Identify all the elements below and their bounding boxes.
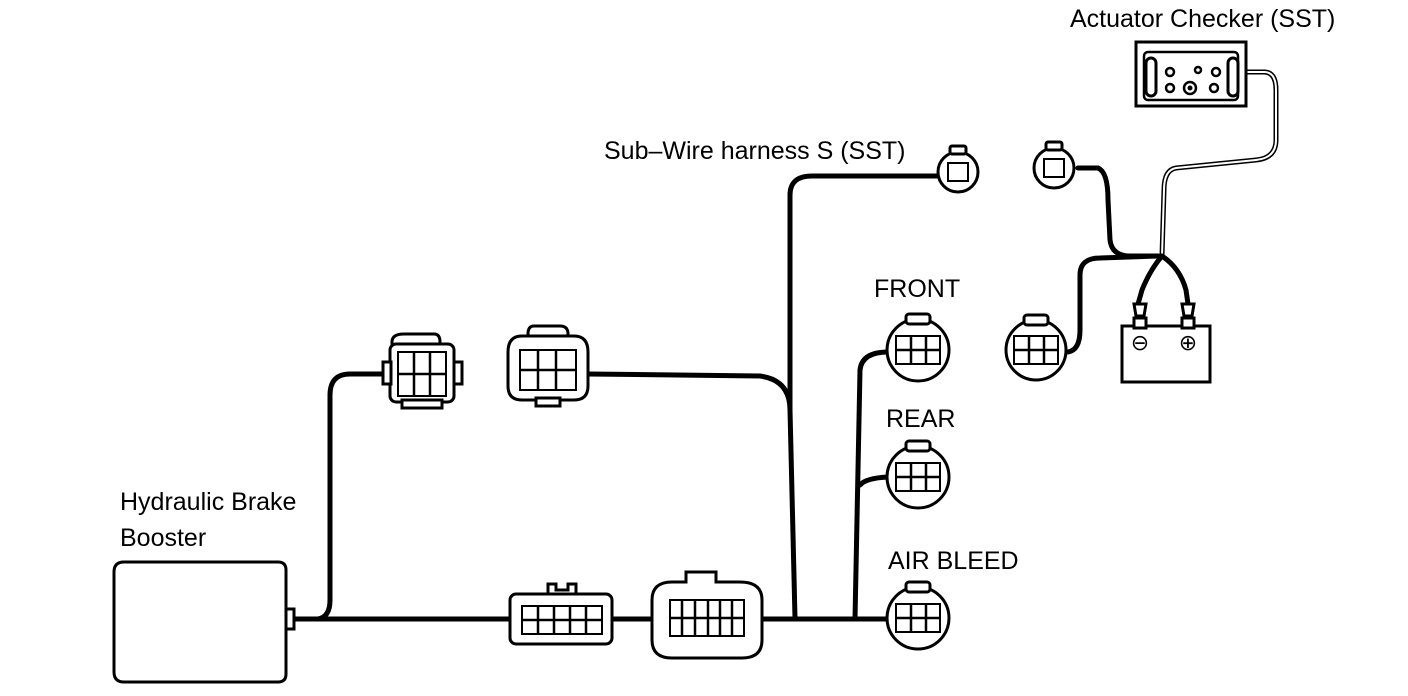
connector-bottom-right — [650, 570, 764, 660]
wires — [289, 69, 1279, 622]
wire-upper-right-to-harness — [585, 371, 793, 413]
connector-upper-left — [381, 332, 464, 410]
connector-bottom-left — [508, 582, 614, 646]
wire-negative-clip — [1135, 253, 1165, 307]
connector-air-bleed — [885, 580, 951, 651]
connector-sub-harness — [936, 144, 980, 194]
wire-battery-to-connector — [1065, 253, 1161, 355]
battery: ⊖ ⊕ — [1120, 302, 1212, 384]
wire-branch-upper-left — [315, 371, 390, 622]
connector-checker-main — [1004, 313, 1068, 382]
connector-checker-top — [1032, 140, 1076, 190]
wire-checker-to-battery — [1075, 165, 1161, 259]
actuator-checker — [1134, 40, 1248, 108]
label-booster-line2: Booster — [120, 524, 207, 552]
negative-clip-icon — [1132, 302, 1148, 318]
wire-positive-clip — [1159, 253, 1191, 307]
label-air-bleed: AIR BLEED — [888, 547, 1019, 575]
wire-front-rear-branch — [852, 349, 891, 622]
label-actuator-checker: Actuator Checker (SST) — [1070, 5, 1336, 33]
label-front: FRONT — [874, 275, 961, 303]
wire-sub-harness — [787, 173, 943, 621]
battery-negative-symbol: ⊖ — [1131, 331, 1149, 356]
positive-clip-icon — [1180, 302, 1196, 318]
label-sub-wire-harness: Sub–Wire harness S (SST) — [604, 137, 906, 165]
wire-checker-cable-inner — [1161, 71, 1277, 257]
label-booster-line1: Hydraulic Brake — [120, 488, 297, 516]
battery-positive-symbol: ⊕ — [1179, 331, 1197, 356]
connector-rear — [885, 439, 951, 510]
wire-to-rear — [857, 474, 891, 488]
label-rear: REAR — [886, 405, 956, 433]
connector-front — [885, 312, 951, 383]
connector-upper-right — [506, 324, 590, 408]
hydraulic-brake-booster — [112, 560, 296, 684]
